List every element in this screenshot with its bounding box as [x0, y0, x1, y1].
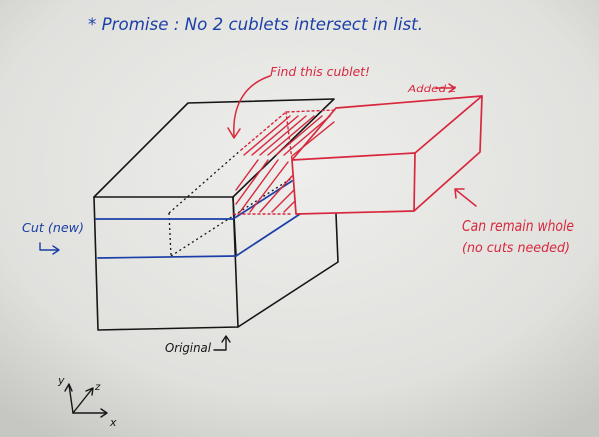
added-box [291, 95, 483, 215]
axis-z-label: z [94, 382, 101, 393]
cut-new-arrow [39, 242, 60, 255]
target-cublet-top-hatching [243, 115, 335, 157]
annotation-arrows [227, 75, 477, 207]
target-cublet-front-hatching [235, 159, 295, 213]
added-label: Added z [407, 84, 457, 95]
axis-y-line [68, 384, 74, 414]
original-label: Original [165, 341, 212, 355]
can-remain-arrow [455, 189, 477, 207]
original-box-right-face [237, 213, 339, 328]
cut-line-lower-front [97, 255, 237, 259]
hidden-edge-inner-vertical [168, 212, 172, 257]
can-remain-label-line1: Can remain whole [462, 217, 574, 235]
original-arrow-shaft [213, 337, 227, 351]
axis-y-arrowhead [64, 383, 73, 392]
promise-heading: * Promise : No 2 cublets intersect in li… [88, 15, 423, 35]
can-remain-arrowhead [454, 188, 465, 199]
axis-z-line [72, 388, 93, 414]
added-box-top-face [291, 95, 483, 161]
original-box-right-edge [232, 196, 237, 256]
added-box-right-face [413, 95, 483, 212]
axis-y-label: y [57, 374, 65, 387]
find-cublet-arrowhead [227, 127, 241, 139]
original-arrowhead [221, 335, 231, 343]
find-cublet-label: Find this cublet! [270, 65, 370, 79]
hidden-edge-diagonal [170, 177, 293, 257]
axis-z-arrowhead [85, 387, 94, 396]
hidden-edge-inner-top [168, 149, 242, 214]
cut-new-label: Cut (new) [22, 221, 84, 235]
axis-x-label: x [109, 416, 117, 429]
target-cublet-dotted-top [240, 109, 337, 151]
can-remain-label-line2: (no cuts needed) [462, 241, 570, 256]
cut-new-arrow-shaft [39, 242, 59, 251]
added-arrowhead [448, 83, 456, 93]
cut-line-lower-side [235, 213, 301, 257]
target-cublet [232, 109, 337, 215]
find-cublet-arrow [233, 75, 271, 137]
original-arrow [213, 335, 231, 351]
hidden-edges [168, 149, 293, 257]
target-cublet-dotted-side [285, 111, 293, 161]
axis-x-arrowhead [100, 408, 108, 418]
axis-gizmo [64, 383, 108, 418]
cut-new-arrowhead [52, 245, 60, 255]
